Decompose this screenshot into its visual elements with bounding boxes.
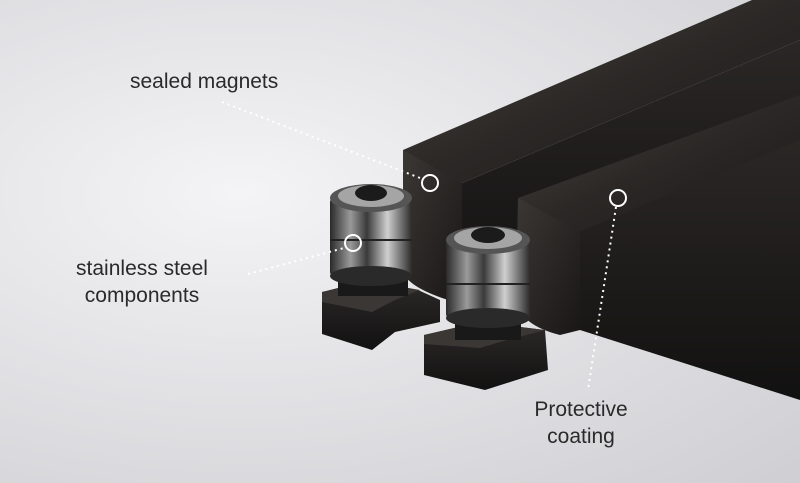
front-rail (516, 95, 800, 400)
callout-magnets-marker (221, 101, 439, 192)
protective-coating-label: Protective coating (534, 398, 628, 448)
back-roller (330, 184, 412, 296)
front-roller (446, 226, 530, 340)
stainless-steel-label: stainless steel components (76, 257, 208, 307)
callout-coating-marker (587, 189, 627, 391)
sealed-magnets-label: sealed magnets (130, 70, 279, 93)
callout-steel-marker (247, 234, 362, 275)
